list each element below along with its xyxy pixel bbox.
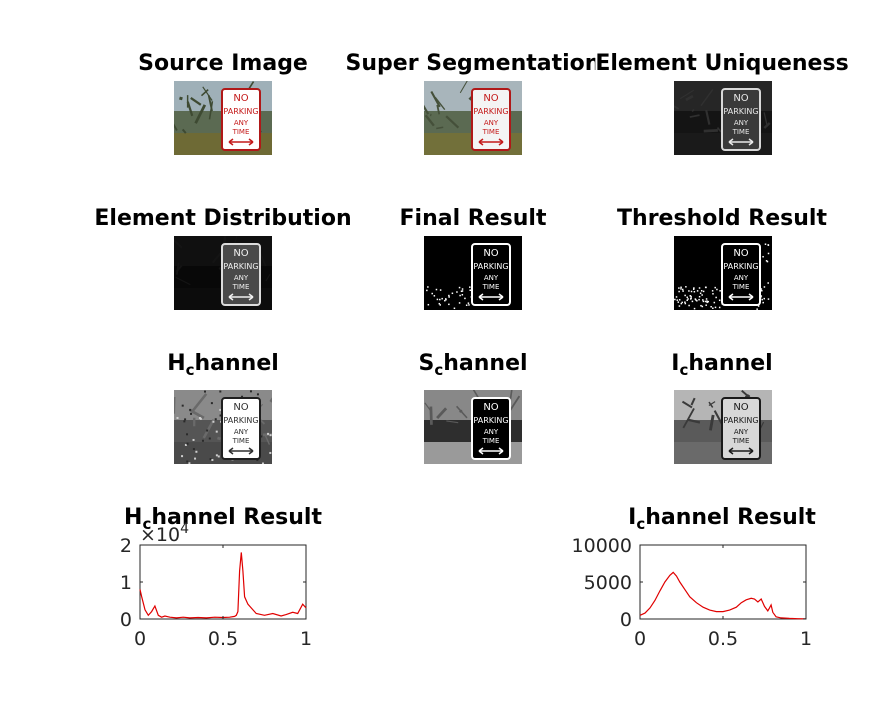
svg-text:NO: NO [483,248,498,259]
svg-text:NO: NO [483,93,498,104]
svg-text:TIME: TIME [232,283,250,291]
svg-text:PARKING: PARKING [223,107,258,116]
svg-text:TIME: TIME [232,128,250,136]
svg-text:TIME: TIME [482,437,500,445]
i-result-series-line [639,571,807,620]
svg-text:TIME: TIME [732,283,750,291]
title-super-segmentation: Super Segmentation [345,51,601,76]
svg-text:TIME: TIME [732,437,750,445]
h-result-xtick-label: 0.5 [208,628,238,650]
svg-text:NO: NO [733,402,748,413]
i-result-xtick-label: 1 [800,628,812,650]
svg-text:PARKING: PARKING [723,107,758,116]
title-i-channel: Ichannel [671,351,773,379]
svg-text:ANY: ANY [734,274,749,282]
title-element-uniqueness: Element Uniqueness [595,51,849,76]
i-channel-result-chart: 0 0.5 1 0 5000 10000 [572,535,813,650]
i-result-ytick-label: 0 [620,609,632,631]
svg-text:NO: NO [233,93,248,104]
svg-text:ANY: ANY [484,428,499,436]
i-result-xtick-label: 0 [634,628,646,650]
svg-text:TIME: TIME [732,128,750,136]
svg-text:NO: NO [733,93,748,104]
h-result-series-line [139,552,307,619]
title-h-channel: Hchannel [167,351,279,379]
h-result-xtick-label: 0 [134,628,146,650]
svg-text:NO: NO [233,248,248,259]
title-h-channel-result: Hchannel Result [124,505,322,533]
svg-text:TIME: TIME [482,128,500,136]
svg-text:ANY: ANY [734,119,749,127]
svg-text:PARKING: PARKING [223,416,258,425]
i-result-axes-box [639,544,807,620]
title-source-image: Source Image [138,51,308,76]
h-result-ytick-label: 1 [120,572,132,594]
svg-text:PARKING: PARKING [473,416,508,425]
h-result-xtick-label: 1 [300,628,312,650]
svg-text:PARKING: PARKING [723,416,758,425]
title-threshold-result: Threshold Result [617,206,827,231]
svg-text:ANY: ANY [234,119,249,127]
svg-text:NO: NO [233,402,248,413]
svg-text:TIME: TIME [482,283,500,291]
svg-text:PARKING: PARKING [473,262,508,271]
i-result-ytick-label: 10000 [572,535,632,557]
title-element-distribution: Element Distribution [94,206,352,231]
i-result-xtick-label: 0.5 [708,628,738,650]
svg-text:PARKING: PARKING [723,262,758,271]
h-result-exponent-label: ×104 [140,521,189,546]
title-final-result: Final Result [399,206,547,231]
svg-text:PARKING: PARKING [473,107,508,116]
svg-text:NO: NO [733,248,748,259]
svg-text:ANY: ANY [734,428,749,436]
svg-text:ANY: ANY [234,428,249,436]
i-result-ytick-label: 5000 [584,572,632,594]
svg-text:PARKING: PARKING [223,262,258,271]
h-result-ytick-label: 2 [120,535,132,557]
h-result-axes-box [139,544,307,620]
svg-text:TIME: TIME [232,437,250,445]
title-s-channel: Schannel [418,351,528,379]
svg-text:ANY: ANY [234,274,249,282]
svg-text:ANY: ANY [484,274,499,282]
svg-text:NO: NO [483,402,498,413]
h-channel-result-chart: 0 0.5 1 0 1 2 ×104 [120,521,312,650]
title-i-channel-result: Ichannel Result [628,505,816,533]
h-result-ytick-label: 0 [120,609,132,631]
svg-text:ANY: ANY [484,119,499,127]
